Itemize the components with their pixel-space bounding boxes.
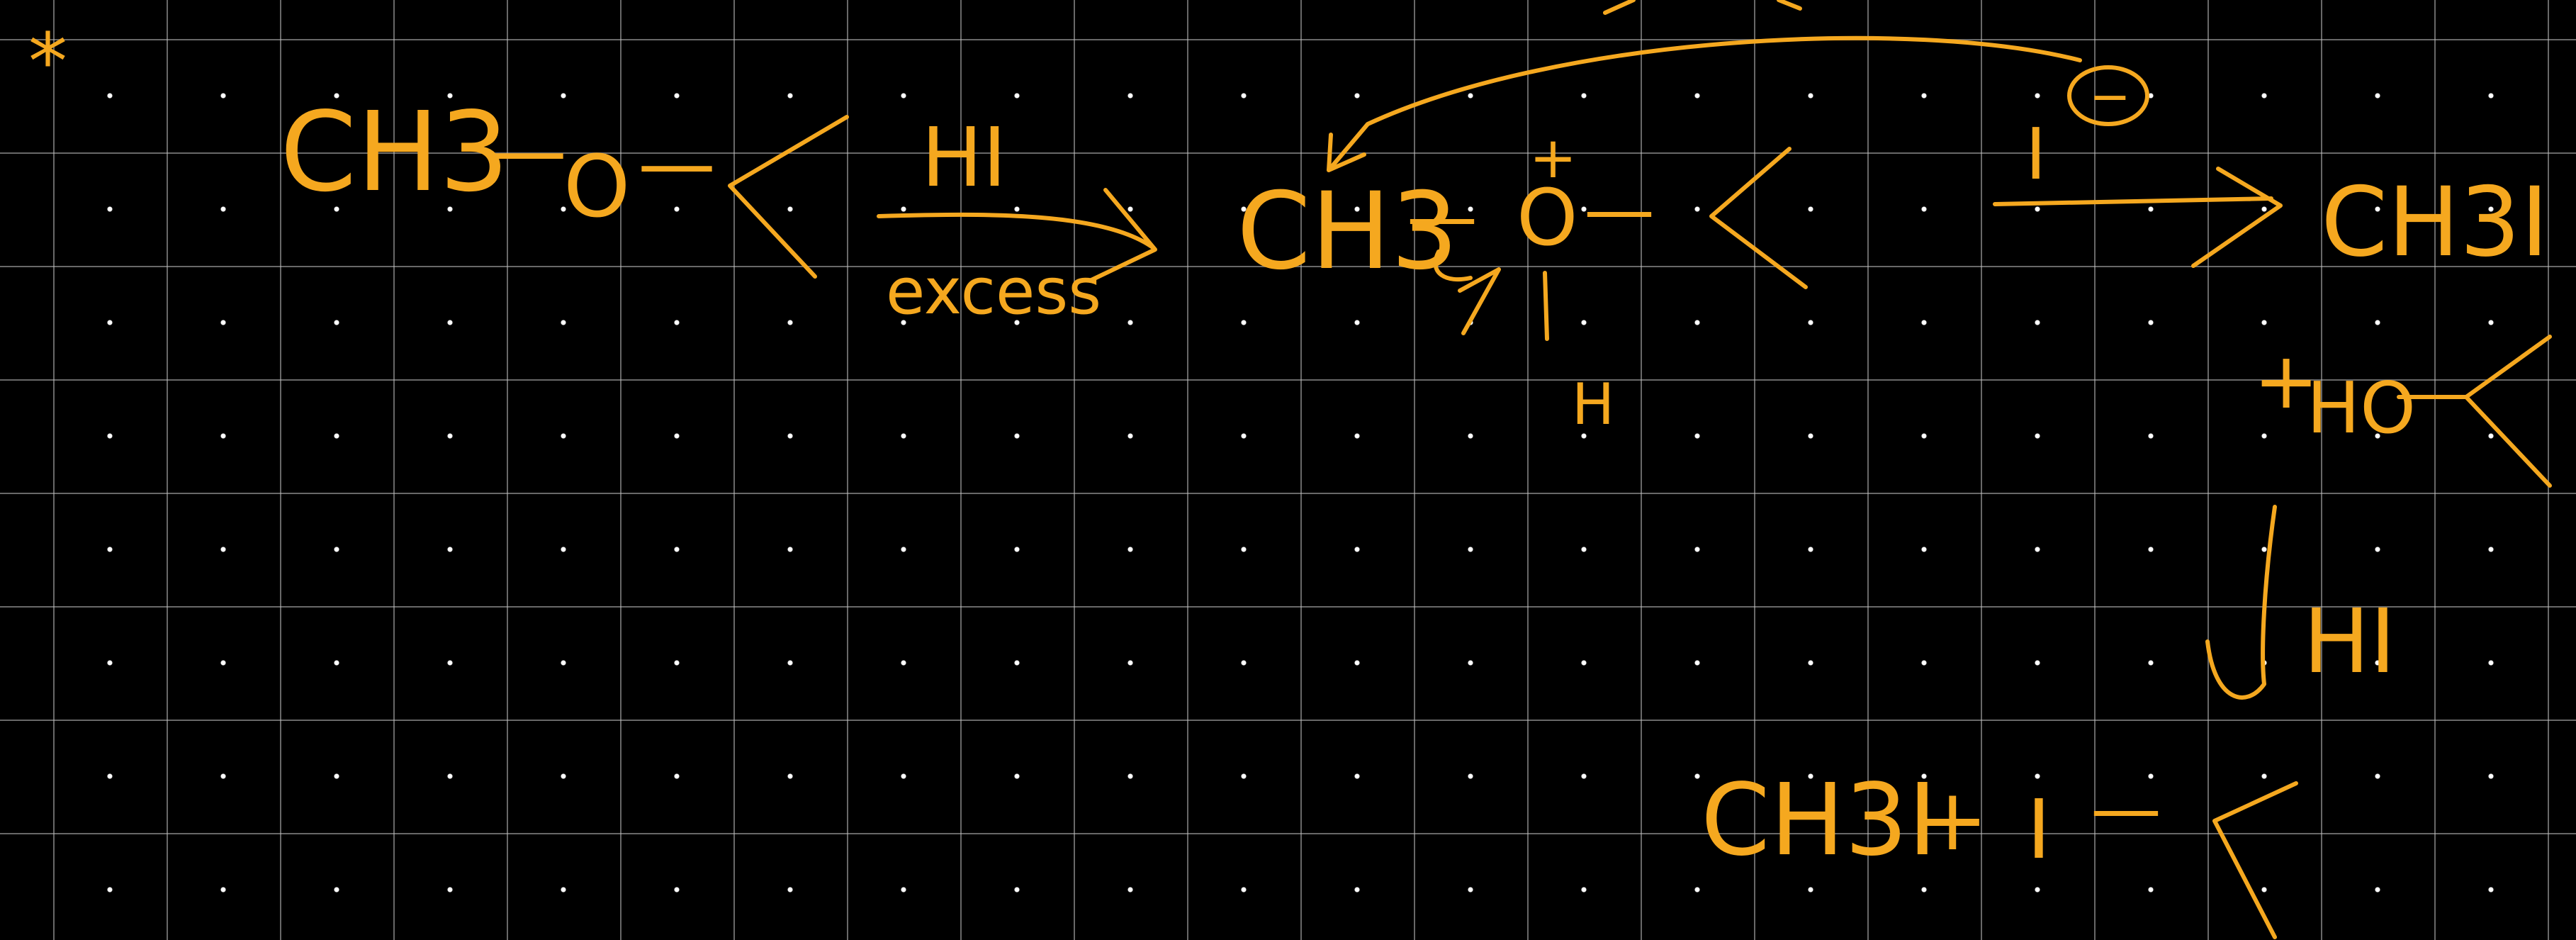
iodide-ion: − I bbox=[2025, 65, 2149, 196]
reactant-isopropyl-branch bbox=[728, 115, 849, 279]
second-reagent-label: HI bbox=[2303, 591, 2396, 693]
reagent-below-label: excess bbox=[886, 254, 1101, 329]
final-bond: — bbox=[2091, 767, 2161, 850]
electron-push-arrow bbox=[1433, 250, 1501, 335]
final-products: CH3I + I — bbox=[1701, 763, 2298, 939]
product-2-bond-and-branch bbox=[2397, 335, 2552, 488]
final-plus: + bbox=[1917, 771, 1989, 870]
intermediate-bond-1: — bbox=[1407, 175, 1478, 258]
intermediate-oxygen-label: O bbox=[1517, 172, 1578, 263]
final-iodine-label: I bbox=[2027, 783, 2051, 878]
intermediate-isopropyl-branch bbox=[1709, 147, 1808, 289]
intermediate-bond-2: — bbox=[1584, 168, 1655, 251]
intermediate-hydrogen-label: H bbox=[1572, 371, 1614, 437]
iodide-symbol-label: I bbox=[2025, 113, 2047, 196]
reaction-arrow-1: HI excess bbox=[877, 111, 1157, 329]
bullet-marker: * bbox=[28, 16, 67, 107]
final-isopropyl-branch bbox=[2212, 781, 2298, 939]
top-partial-stroke bbox=[1603, 0, 1802, 15]
reactant-oxygen-label: O bbox=[563, 138, 630, 237]
arrow-1-line bbox=[877, 188, 1157, 282]
iodide-charge-sign: − bbox=[2089, 67, 2131, 125]
nucleophilic-attack-arc bbox=[1327, 35, 2082, 172]
downward-reagent-arrow bbox=[2205, 505, 2277, 700]
product-1-label: CH3I bbox=[2321, 167, 2548, 278]
product-2-label: HO bbox=[2307, 367, 2416, 449]
reactant-ether: CH3 — O — bbox=[280, 88, 849, 279]
iodide-charge-circle bbox=[2067, 65, 2149, 126]
product-2-plus: + bbox=[2254, 335, 2319, 426]
intermediate-charge: + bbox=[1529, 125, 1577, 191]
reactant-bond-2: — bbox=[638, 118, 716, 208]
final-methyl-iodide-label: CH3I bbox=[1701, 763, 1937, 878]
protonated-intermediate: CH3 — + O — H bbox=[1237, 125, 1808, 437]
reactant-methyl-label: CH3 bbox=[280, 88, 509, 216]
intermediate-o-h-bond bbox=[1543, 271, 1549, 341]
reagent-above-label: HI bbox=[921, 111, 1006, 206]
reactant-bond-1: — bbox=[489, 105, 567, 196]
intermediate-methyl-label: CH3 bbox=[1237, 170, 1458, 293]
product-2-alcohol: + HO bbox=[2254, 335, 2552, 488]
reaction-arrow-2 bbox=[1993, 167, 2283, 268]
